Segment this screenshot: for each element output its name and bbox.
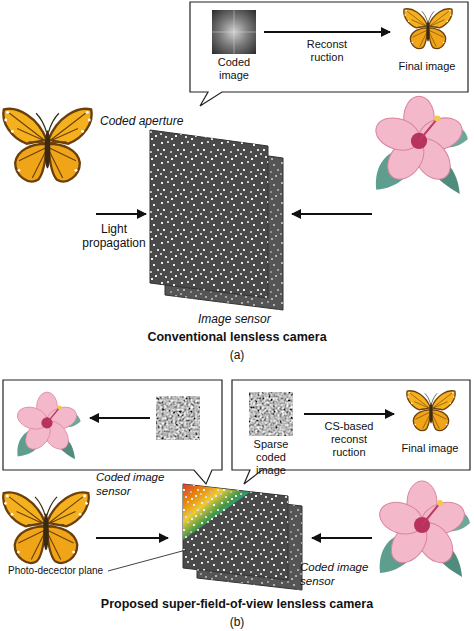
coded-aperture-plate — [150, 130, 268, 298]
figure-label: Photo-decector plane — [8, 564, 120, 578]
coded-image-cross — [212, 10, 256, 54]
figure-label: Light propagation — [78, 222, 150, 250]
callout-bubble — [3, 380, 222, 484]
aperture-dots — [150, 130, 268, 298]
coded-sensor-plate — [183, 484, 288, 580]
image-node: Coded image — [206, 8, 262, 82]
butterfly-object — [3, 109, 91, 182]
figure-label: Coded image sensor — [300, 560, 374, 588]
flower-object — [376, 481, 470, 577]
sensor-dots — [183, 484, 288, 580]
sparse-coded-image — [249, 392, 293, 436]
image-node: Final image — [392, 8, 462, 73]
figure-label: Coded image sensor — [96, 470, 180, 498]
light-arrow — [292, 213, 372, 215]
sparse-coded-image — [156, 396, 200, 440]
final-butterfly — [404, 9, 452, 49]
figure-label: Proposed super-field-of-view lensless ca… — [0, 597, 474, 611]
light-arrow — [96, 537, 168, 539]
light-arrow — [96, 213, 146, 215]
process-arrow — [304, 413, 394, 415]
image-node: Sparse coded image — [240, 390, 302, 477]
final-butterfly — [407, 391, 455, 431]
image-caption: Coded image — [206, 56, 262, 82]
process-arrow — [264, 31, 390, 33]
image-node: Final image — [396, 390, 464, 455]
callout-bubble — [232, 380, 470, 484]
image-caption: Sparse coded image — [240, 438, 302, 477]
flow-arrow — [90, 417, 150, 419]
flower-object — [372, 96, 468, 194]
figure-label: (a) — [0, 348, 474, 362]
coded-image — [212, 10, 256, 54]
recovered-flower — [14, 392, 80, 459]
figure-label: Image sensor — [198, 312, 298, 326]
callout-bubble — [190, 2, 468, 106]
figure-label: (b) — [0, 615, 474, 629]
leader-line — [108, 550, 186, 571]
arrow-label: Reconst ruction — [300, 38, 354, 64]
figure-label: Conventional lensless camera — [0, 330, 474, 344]
arrow-label: CS-based reconst ruction — [322, 420, 376, 459]
image-caption: Final image — [392, 60, 462, 73]
light-arrow — [312, 537, 372, 539]
figure-label: Coded aperture — [100, 114, 200, 128]
image-caption: Final image — [396, 442, 464, 455]
butterfly-object — [3, 493, 89, 563]
